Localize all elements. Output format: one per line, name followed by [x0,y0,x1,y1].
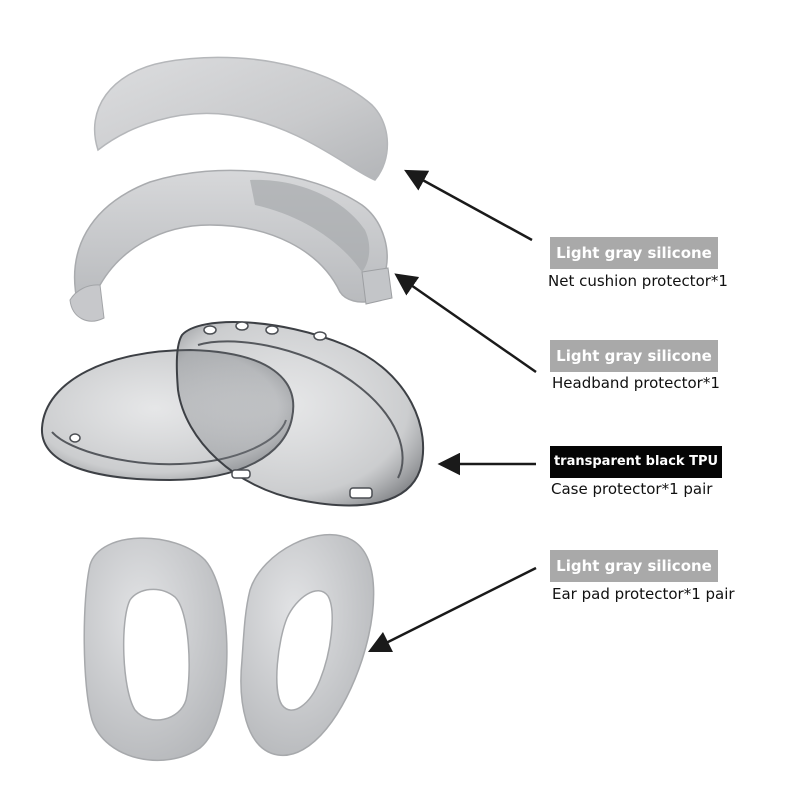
part-label-net-cushion: Net cushion protector*1 [548,272,728,290]
material-badge-case: transparent black TPU [550,446,722,478]
material-badge-headband: Light gray silicone [550,340,718,372]
material-badge-net-cushion: Light gray silicone [550,237,718,269]
case-right-inner-rim [197,340,404,479]
case-cutout [203,325,217,335]
case-cutout [265,325,279,335]
headband-inner-channel [250,179,370,272]
case-cutout [313,331,327,341]
part-label-headband: Headband protector*1 [552,374,720,392]
ear-pad-protector-pair [83,534,375,761]
net-cushion-body [93,56,389,181]
headband-tube-end [361,267,393,305]
material-badge-ear-pad: Light gray silicone [550,550,718,582]
case-port-cutout [349,487,373,499]
case-protector-right [175,321,425,507]
callout-arrow-net-cushion [404,169,533,242]
ear-pad-left [83,537,228,761]
case-port-cutout [231,469,251,479]
headband-left-end [69,284,105,322]
case-cutout [235,321,249,331]
part-label-case: Case protector*1 pair [551,480,713,498]
case-protector-pair [40,321,425,507]
headband-protector [69,169,393,322]
case-cutout [69,433,81,443]
callout-arrow-headband [394,273,537,374]
part-label-ear-pad: Ear pad protector*1 pair [552,585,735,603]
net-cushion-protector [93,56,389,181]
callout-arrow-ear-pad [367,566,537,653]
ear-pad-right [240,534,375,756]
